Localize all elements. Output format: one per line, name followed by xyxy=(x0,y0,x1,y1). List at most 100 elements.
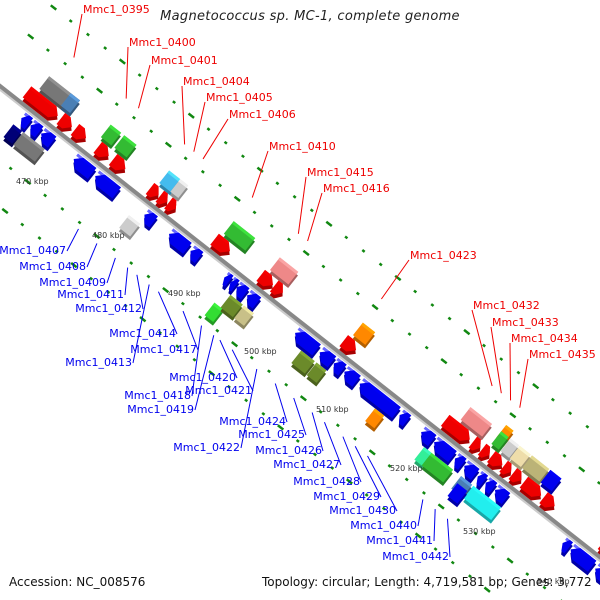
gene-highlight xyxy=(228,294,243,307)
gene-arrow-reverse xyxy=(494,484,511,508)
tick-mark xyxy=(27,33,35,40)
label-leader-line xyxy=(354,446,382,498)
gene-body xyxy=(269,257,299,285)
gene-highlight xyxy=(504,424,514,434)
ruler-tick-label: 520 kbp xyxy=(390,464,423,473)
tick-mark xyxy=(70,261,78,269)
tick-mark xyxy=(335,423,340,428)
gene-body xyxy=(228,278,240,292)
tick-mark xyxy=(8,166,13,171)
tick-mark xyxy=(371,303,379,311)
tick-mark xyxy=(321,264,326,269)
gene-highlight xyxy=(193,245,200,252)
gene-block xyxy=(158,170,181,196)
gene-arrow-reverse xyxy=(344,366,361,391)
gene-block xyxy=(364,408,385,432)
tick-mark xyxy=(364,493,369,497)
gene-arrow-forward xyxy=(145,182,159,201)
label-leader-line xyxy=(471,309,493,387)
tick-mark xyxy=(240,154,245,159)
tick-mark xyxy=(473,531,478,536)
gene-highlight xyxy=(506,460,512,466)
tick-mark xyxy=(378,262,383,267)
label-leader-layer xyxy=(66,13,529,558)
gene-block xyxy=(421,452,454,486)
gene-label-forward: Mmc1_0433 xyxy=(492,316,559,329)
tick-mark xyxy=(175,344,180,349)
gene-label-reverse: Mmc1_0430 xyxy=(329,504,396,517)
label-layer: Mmc1_0395Mmc1_0400Mmc1_0401Mmc1_0404Mmc1… xyxy=(0,3,596,563)
gene-arrow-forward xyxy=(539,492,555,512)
gene-arrow-reverse xyxy=(30,119,44,142)
tick-mark xyxy=(45,48,50,53)
label-leader-line xyxy=(433,509,436,542)
gene-label-reverse: Mmc1_0429 xyxy=(313,490,380,503)
tick-mark xyxy=(399,520,404,524)
tick-mark xyxy=(345,478,353,485)
label-leader-line xyxy=(86,243,98,268)
gene-label-forward: Mmc1_0416 xyxy=(323,182,390,195)
gene-arrow-forward xyxy=(22,86,58,121)
gene-body xyxy=(463,485,502,521)
gene-arrow-forward xyxy=(155,190,168,209)
gene-highlight xyxy=(459,476,473,488)
gene-arrow-reverse xyxy=(73,153,97,183)
gene-highlight xyxy=(314,362,327,373)
tick-mark xyxy=(424,345,429,350)
gene-label-reverse: Mmc1_0418 xyxy=(124,389,191,402)
tick-mark xyxy=(68,19,73,23)
gene-arrow-forward xyxy=(508,467,522,486)
gene-body xyxy=(464,464,480,480)
gene-block xyxy=(269,257,299,289)
tick-mark xyxy=(164,141,172,148)
gene-body xyxy=(460,407,493,437)
gene-block xyxy=(352,322,376,349)
tick-mark xyxy=(187,112,195,119)
tick-mark xyxy=(330,466,335,470)
gene-arrow-forward xyxy=(269,280,283,299)
gene-arrow-reverse xyxy=(40,127,57,152)
tick-mark xyxy=(63,61,68,66)
tick-mark xyxy=(114,102,119,107)
tick-mark xyxy=(158,330,162,335)
gene-body xyxy=(190,248,204,264)
gene-block xyxy=(447,483,468,508)
tick-mark xyxy=(183,156,188,161)
tick-mark xyxy=(325,220,333,228)
gene-arrow-reverse xyxy=(319,346,337,372)
tick-mark xyxy=(261,411,266,416)
gene-label-reverse: Mmc1_0411 xyxy=(57,288,124,301)
gene-body xyxy=(30,123,44,138)
tick-mark xyxy=(20,222,25,227)
gene-block xyxy=(60,93,80,117)
gene-block xyxy=(463,485,502,524)
tick-mark xyxy=(499,357,504,362)
tick-mark xyxy=(390,318,395,323)
gene-arrow-reverse xyxy=(144,209,158,231)
gene-label-forward: Mmc1_0404 xyxy=(183,75,250,88)
gene-arrow-forward xyxy=(486,451,503,471)
tick-mark xyxy=(218,183,223,188)
tick-mark xyxy=(353,436,358,441)
gene-label-reverse: Mmc1_0422 xyxy=(173,441,240,454)
gene-highlight xyxy=(127,215,141,227)
gene-highlight xyxy=(299,350,315,364)
gene-body xyxy=(169,232,192,254)
label-leader-line xyxy=(380,259,410,300)
gene-highlight xyxy=(530,455,550,472)
gene-label-reverse: Mmc1_0413 xyxy=(65,356,132,369)
label-leader-line xyxy=(194,335,215,411)
gene-highlight xyxy=(212,302,224,312)
gene-label-forward: Mmc1_0434 xyxy=(511,332,578,345)
gene-body xyxy=(421,452,454,483)
gene-arrow-reverse xyxy=(484,477,498,498)
gene-body xyxy=(434,440,457,463)
gene-arrow-forward xyxy=(256,269,274,290)
gene-highlight xyxy=(29,86,57,109)
tick-layer xyxy=(1,4,600,600)
tick-mark xyxy=(585,424,590,429)
tick-mark xyxy=(413,289,418,294)
tick-mark xyxy=(103,46,108,50)
gene-arrow-reverse xyxy=(570,543,597,576)
